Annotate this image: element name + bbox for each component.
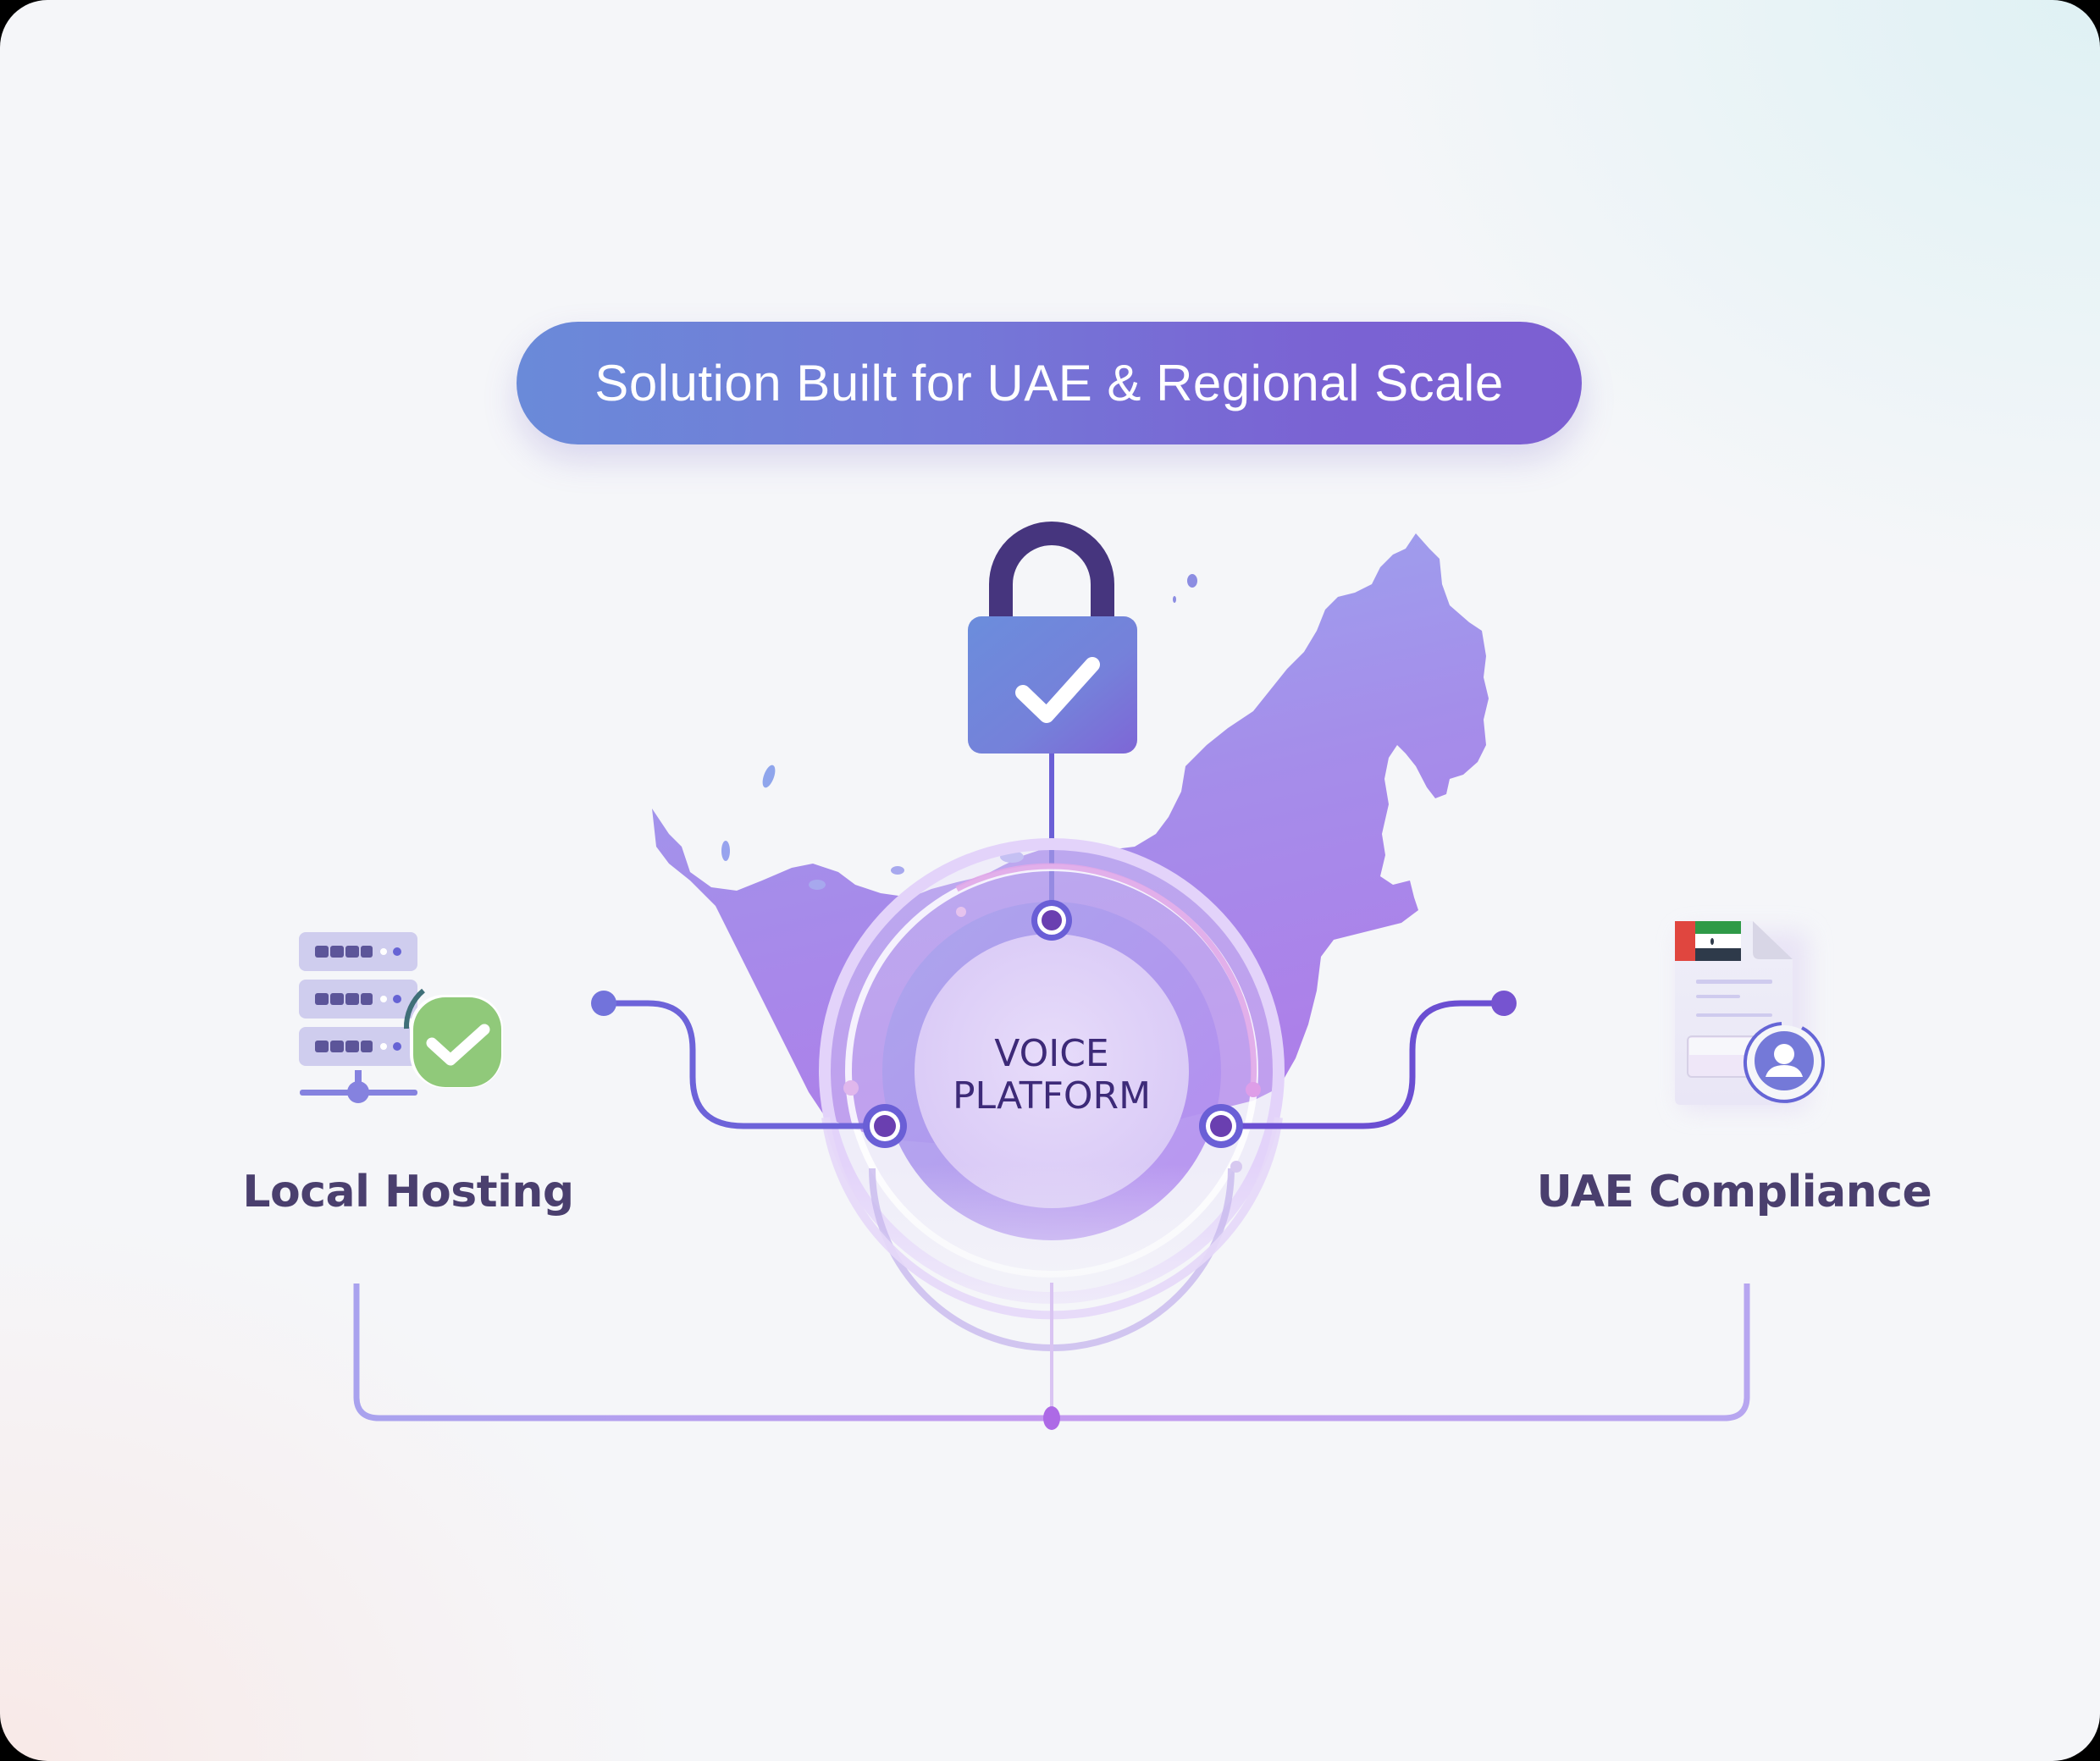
padlock-check-icon — [968, 522, 1137, 754]
uae-compliance-label: UAE Compliance — [1536, 1167, 1932, 1217]
voice-platform-line1: VOICE — [994, 1032, 1109, 1075]
bottom-bracket-connector — [353, 1283, 1750, 1430]
voice-platform-label: VOICE PLATFORM — [953, 1033, 1151, 1118]
title-banner: Solution Built for UAE & Regional Scale — [517, 322, 1582, 444]
voice-platform-line2: PLATFORM — [952, 1074, 1152, 1118]
right-connector — [1234, 991, 1517, 1129]
node-left — [863, 1104, 907, 1148]
node-top — [1031, 900, 1072, 941]
node-right — [1199, 1104, 1243, 1148]
uae-document-user-icon — [1675, 921, 1825, 1109]
left-connector — [591, 991, 872, 1129]
title-text: Solution Built for UAE & Regional Scale — [594, 355, 1504, 411]
local-hosting-label: Local Hosting — [242, 1167, 574, 1217]
server-check-icon — [299, 932, 503, 1103]
